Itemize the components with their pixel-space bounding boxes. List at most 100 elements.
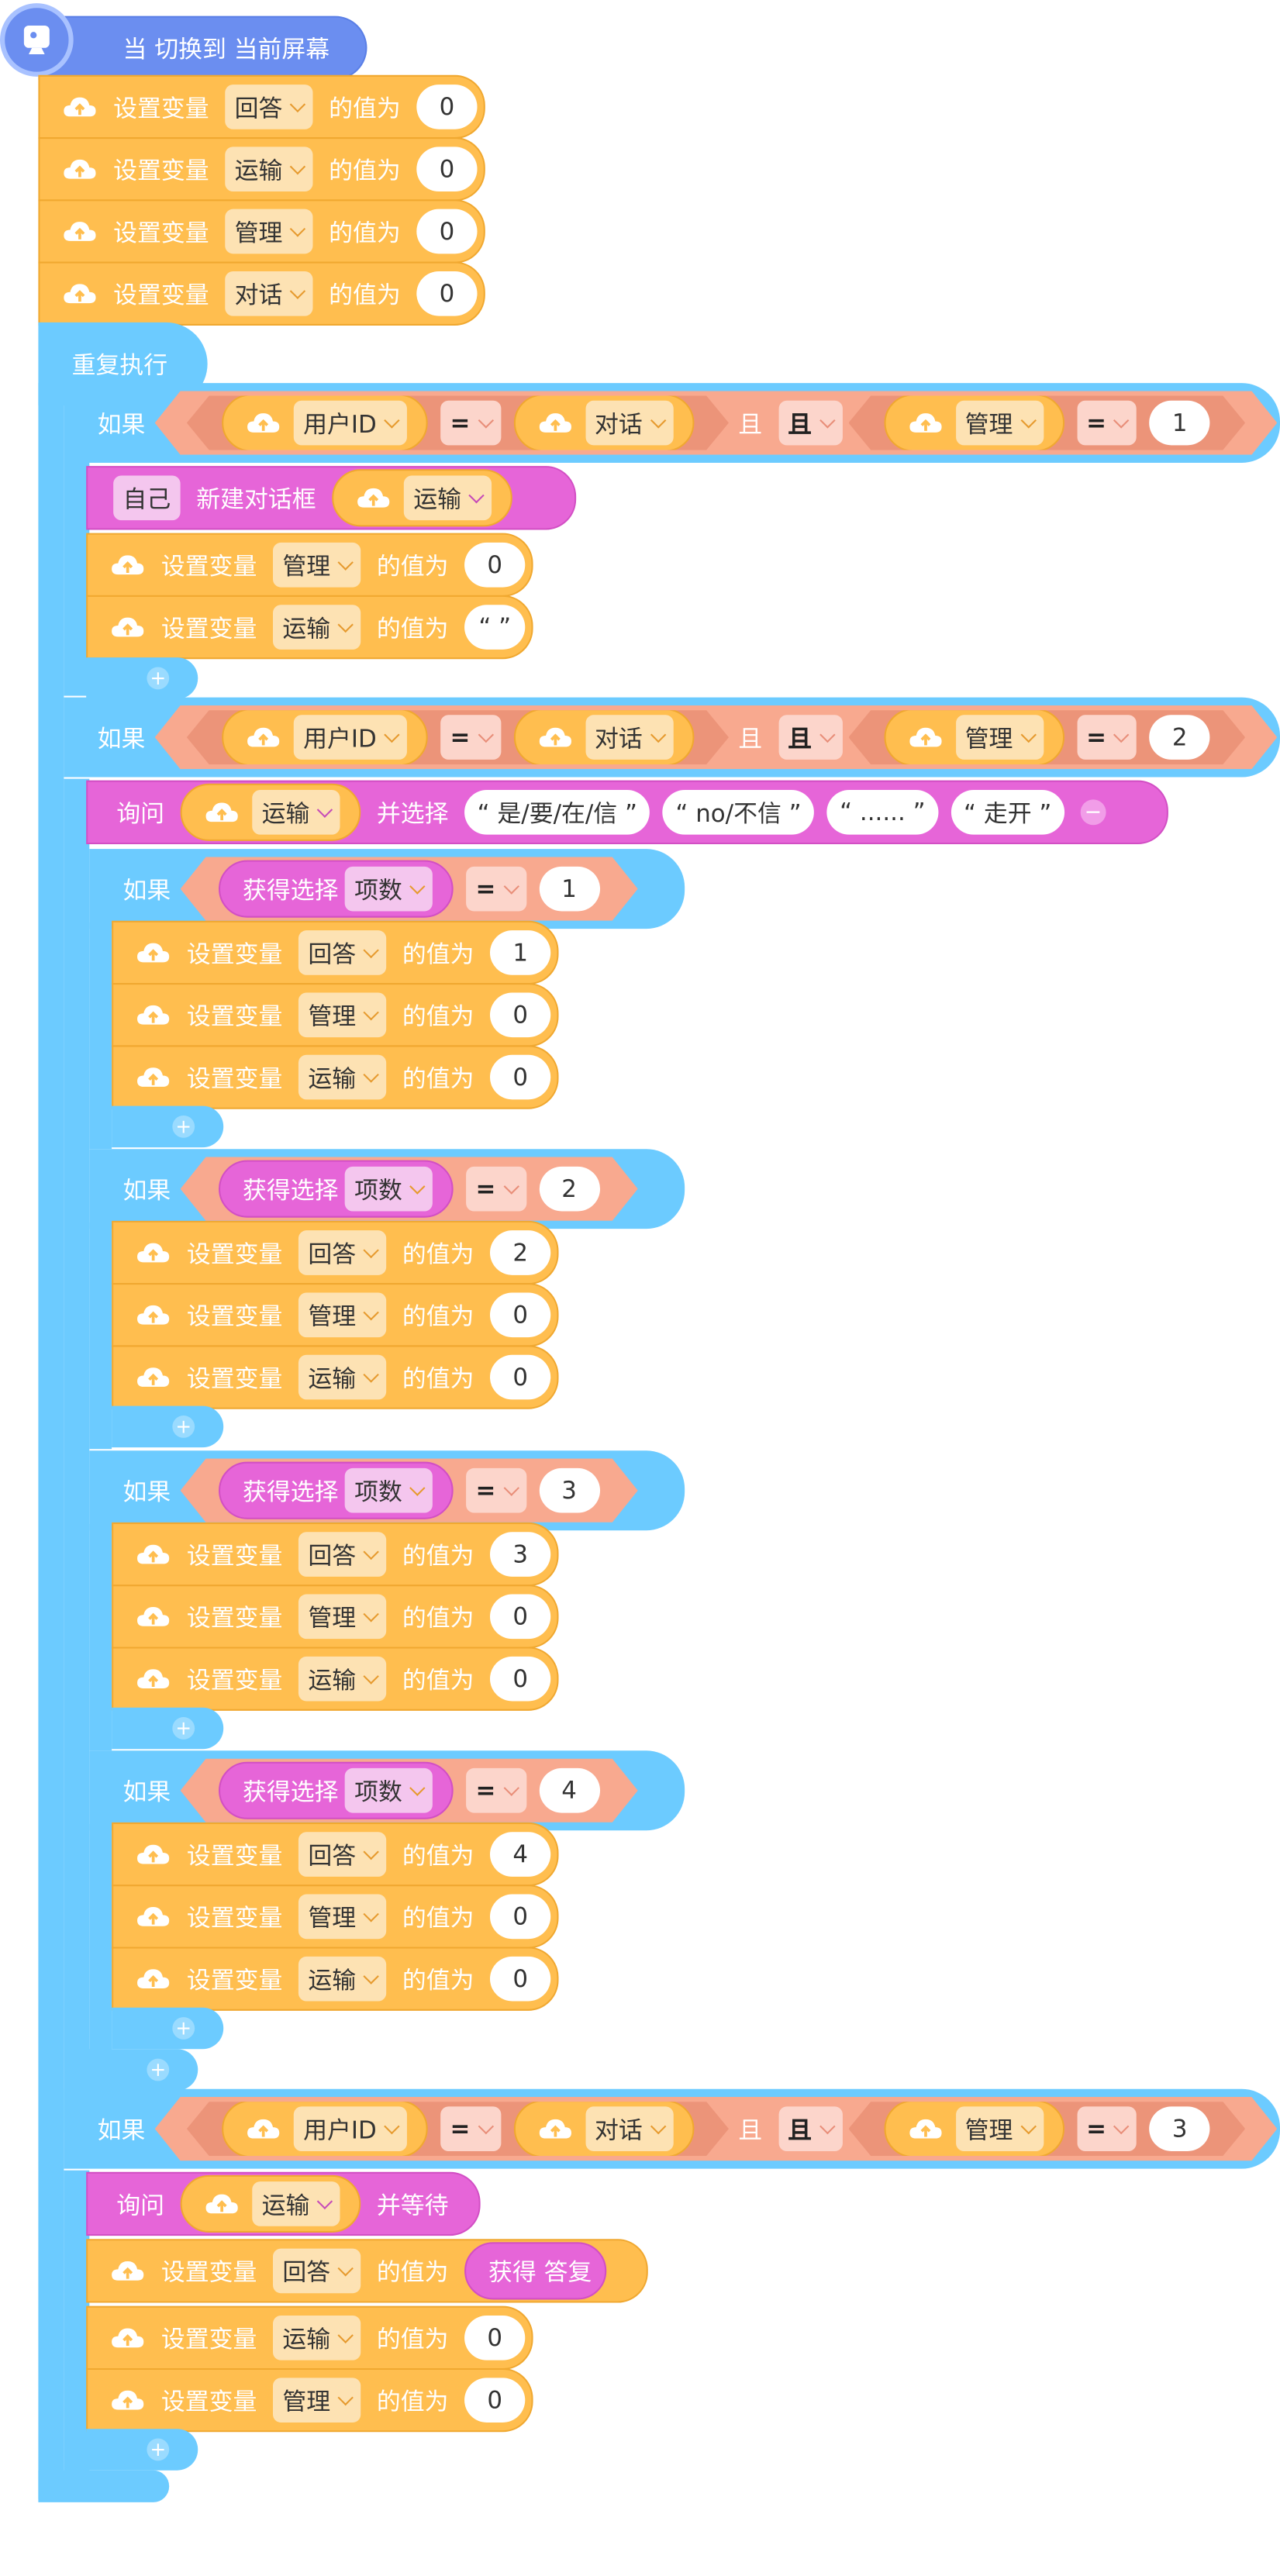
if-block[interactable]: 如果获得选择项数=4 [89, 1750, 685, 1831]
if-block[interactable]: 如果 用户ID=对话 且且 管理=1 [64, 383, 1280, 463]
variable-dropdown[interactable]: 管理 [298, 1594, 387, 1640]
variable-dropdown[interactable]: 运输 [298, 1054, 387, 1100]
value-input[interactable]: 0 [416, 147, 478, 192]
operator-dropdown[interactable]: = [440, 2106, 500, 2151]
get-answer-reporter[interactable]: 获得 答复 [464, 2242, 606, 2300]
variable-reporter[interactable]: 对话 [513, 709, 694, 766]
value-input[interactable]: 0 [490, 992, 551, 1038]
value-input[interactable]: 0 [490, 1292, 551, 1338]
if-block[interactable]: 如果 用户ID=对话 且且 管理=3 [64, 2088, 1280, 2169]
variable-dropdown[interactable]: 回答 [225, 84, 313, 129]
choice-dropdown[interactable]: 项数 [345, 1468, 433, 1513]
variable-dropdown[interactable]: 回答 [298, 930, 387, 975]
value-input[interactable]: 2 [1150, 715, 1210, 760]
ask-wait-block[interactable]: 询问运输并等待 [86, 2171, 481, 2236]
variable-reporter[interactable]: 运输 [180, 783, 361, 841]
variable-dropdown[interactable]: 回答 [298, 1230, 387, 1275]
variable-dropdown[interactable]: 管理 [273, 542, 361, 588]
equals-operator[interactable]: 用户ID=对话 [187, 396, 729, 450]
get-choice-reporter[interactable]: 获得选择项数 [219, 1462, 454, 1519]
value-input[interactable]: 0 [490, 1956, 551, 2002]
variable-dropdown[interactable]: 运输 [403, 475, 492, 521]
variable-dropdown[interactable]: 运输 [273, 605, 361, 650]
value-input[interactable]: 4 [490, 1832, 551, 1877]
set-variable-block[interactable]: 设置变量运输的值为“ ” [86, 595, 533, 660]
value-input[interactable]: 3 [490, 1532, 551, 1577]
if-block[interactable]: 如果获得选择项数=1 [89, 849, 685, 929]
variable-reporter[interactable]: 用户ID [222, 2100, 428, 2157]
choice-dropdown[interactable]: 项数 [345, 1167, 433, 1212]
variable-dropdown[interactable]: 回答 [298, 1832, 387, 1877]
if-block[interactable]: 如果获得选择项数=3 [89, 1450, 685, 1531]
variable-dropdown[interactable]: 管理 [225, 209, 313, 254]
variable-dropdown[interactable]: 对话 [585, 2106, 673, 2151]
variable-dropdown[interactable]: 运输 [298, 1956, 387, 2002]
choice-option[interactable]: “ 走开 ” [951, 790, 1064, 835]
variable-dropdown[interactable]: 管理 [273, 2378, 361, 2423]
get-choice-reporter[interactable]: 获得选择项数 [219, 1762, 454, 1819]
variable-dropdown[interactable]: 用户ID [294, 2106, 407, 2151]
variable-dropdown[interactable]: 管理 [955, 715, 1043, 760]
value-input[interactable]: 1 [490, 930, 551, 975]
variable-reporter[interactable]: 管理 [884, 2100, 1064, 2157]
variable-dropdown[interactable]: 运输 [252, 2181, 340, 2226]
choice-option[interactable]: “ 是/要/在/信 ” [464, 790, 650, 835]
equals-operator[interactable]: 获得选择项数=1 [181, 857, 638, 920]
equals-operator[interactable]: 用户ID = 对话 [187, 710, 729, 764]
equals-operator[interactable]: 获得选择项数=3 [181, 1459, 638, 1522]
variable-reporter[interactable]: 管理 [884, 394, 1064, 451]
choice-option[interactable]: “ ...... ” [826, 790, 939, 835]
equals-operator[interactable]: 用户ID = 对话 [187, 2102, 729, 2156]
value-input[interactable]: “ ” [464, 605, 526, 650]
value-input[interactable]: 3 [1150, 2106, 1210, 2151]
equals-operator[interactable]: 获得选择项数=2 [181, 1157, 638, 1220]
plus-icon[interactable]: + [172, 1115, 195, 1138]
choice-dropdown[interactable]: 项数 [345, 867, 433, 912]
operator-dropdown[interactable]: = [466, 1468, 526, 1513]
logic-dropdown[interactable]: 且 [778, 2106, 842, 2151]
variable-dropdown[interactable]: 用户ID [294, 401, 407, 446]
variable-reporter[interactable]: 对话 [513, 394, 694, 451]
value-input[interactable]: 2 [490, 1230, 551, 1275]
variable-reporter[interactable]: 用户ID [222, 394, 428, 451]
minus-icon[interactable]: − [1080, 799, 1106, 826]
value-input[interactable]: 0 [490, 1594, 551, 1640]
variable-reporter[interactable]: 用户ID [222, 709, 428, 766]
if-block[interactable]: 如果获得选择项数=2 [89, 1149, 685, 1229]
variable-dropdown[interactable]: 对话 [585, 715, 673, 760]
get-choice-reporter[interactable]: 获得选择项数 [219, 860, 454, 918]
variable-dropdown[interactable]: 运输 [252, 790, 340, 835]
if-block[interactable]: 如果 用户ID=对话 且且 管理=2 [64, 697, 1280, 778]
equals-operator[interactable]: 管理=1 [848, 396, 1245, 450]
operator-dropdown[interactable]: = [466, 867, 526, 912]
variable-reporter[interactable]: 运输 [180, 2174, 361, 2233]
logic-dropdown[interactable]: 且 [778, 401, 842, 446]
value-input[interactable]: 0 [464, 2316, 526, 2360]
and-operator[interactable]: 用户ID=对话 且且 管理=3 [155, 2097, 1278, 2160]
value-input[interactable]: 0 [490, 1054, 551, 1100]
plus-icon[interactable]: + [172, 1717, 195, 1740]
operator-dropdown[interactable]: = [440, 715, 500, 760]
choice-dropdown[interactable]: 项数 [345, 1768, 433, 1813]
plus-icon[interactable]: + [147, 2058, 170, 2081]
get-choice-reporter[interactable]: 获得选择项数 [219, 1160, 454, 1218]
operator-dropdown[interactable]: = [466, 1768, 526, 1813]
and-operator[interactable]: 用户ID=对话 且且 管理=2 [155, 705, 1278, 769]
value-input[interactable]: 0 [464, 2378, 526, 2423]
and-operator[interactable]: 用户ID=对话 且且 管理=1 [155, 391, 1278, 454]
value-input[interactable]: 0 [464, 542, 526, 588]
value-input[interactable]: 2 [539, 1167, 599, 1212]
